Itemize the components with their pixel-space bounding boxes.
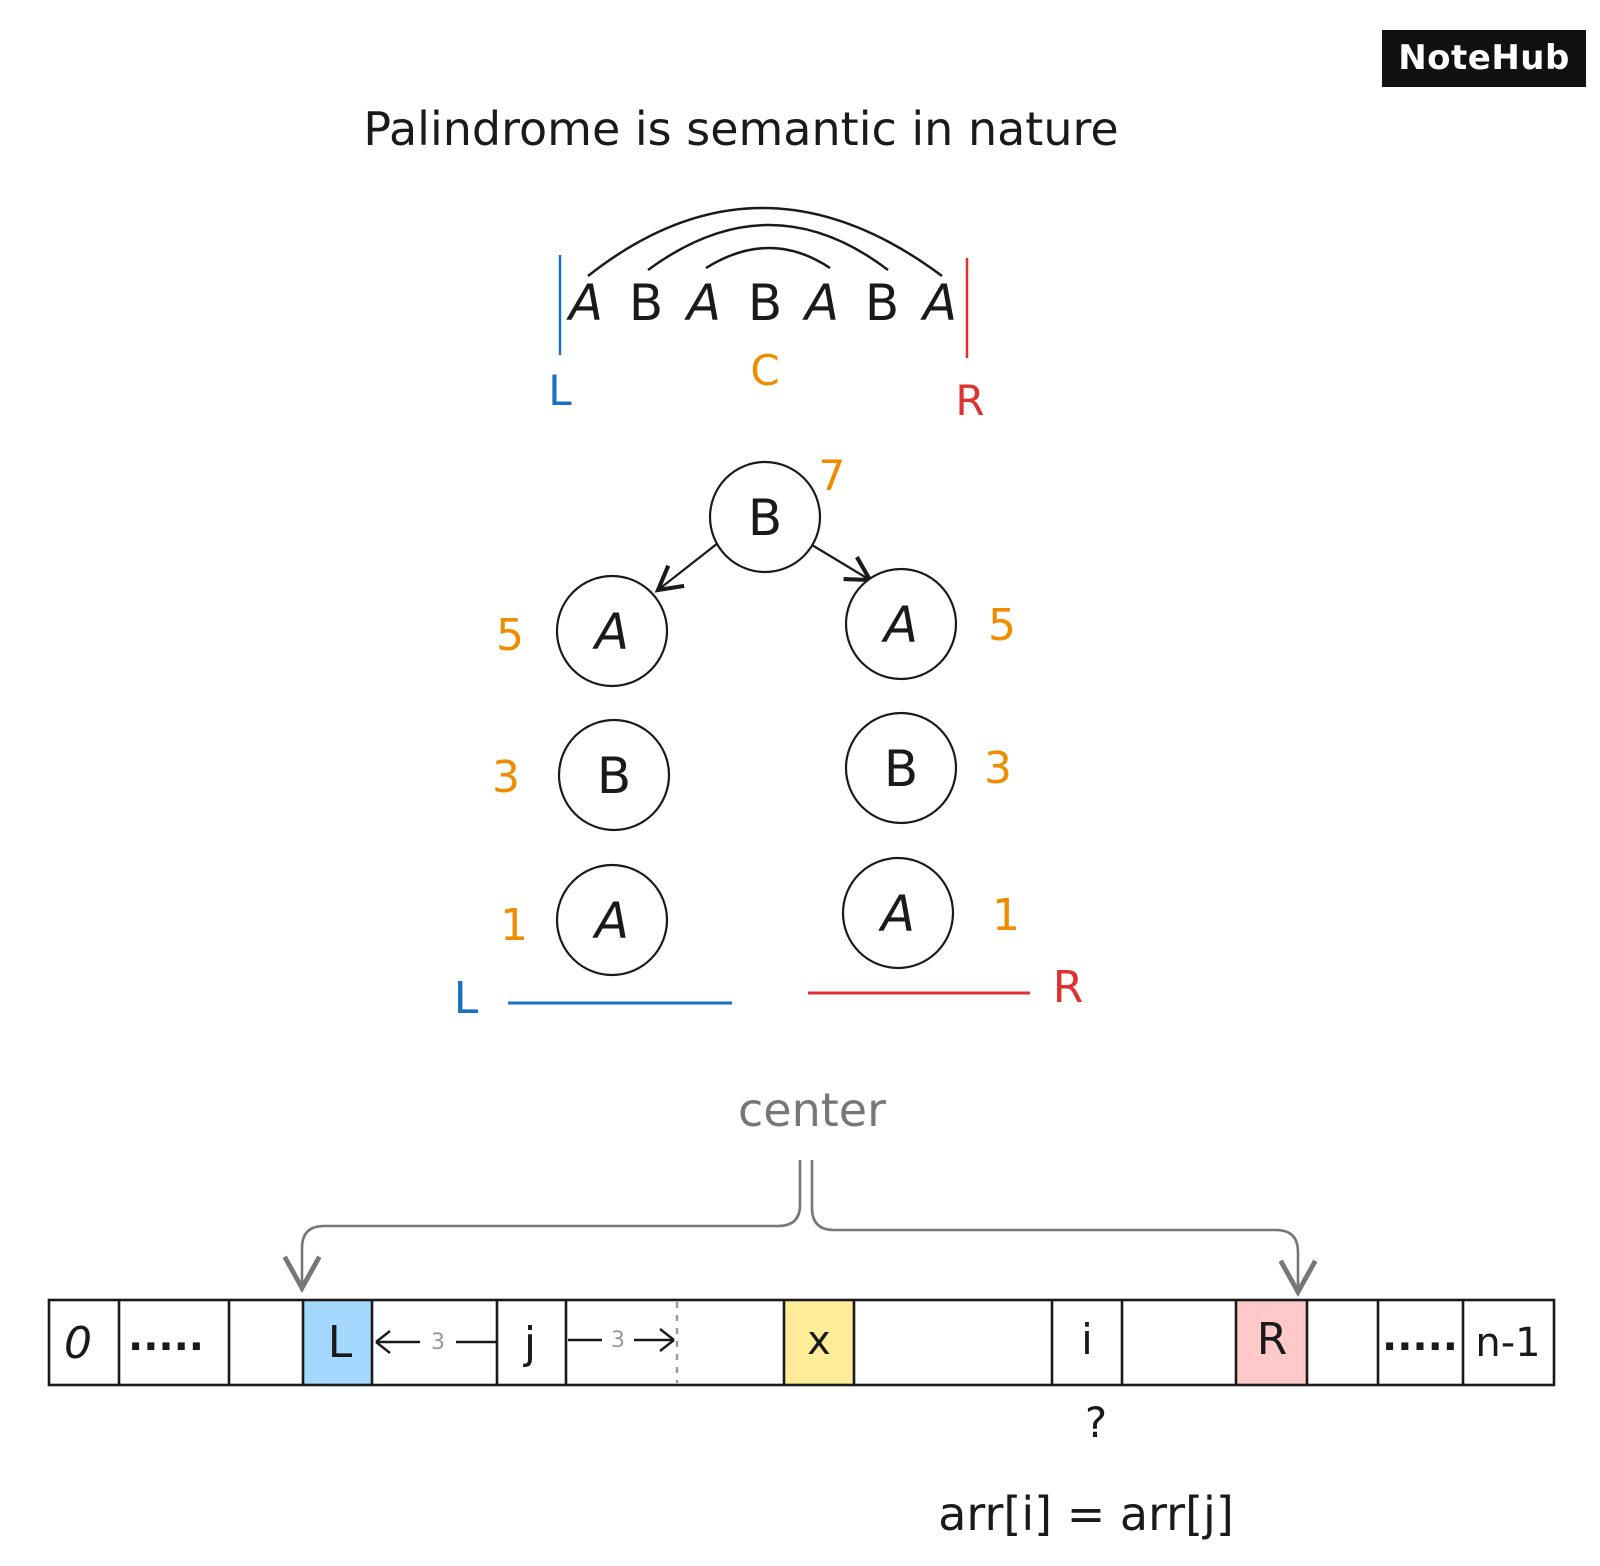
center-label: center xyxy=(738,1083,886,1137)
array-cell-R: R xyxy=(1257,1314,1288,1365)
array-view: center 0 ..... xyxy=(47,1083,1556,1541)
string-letter: A xyxy=(566,274,603,332)
mirror-arrow-right: 3 xyxy=(568,1328,675,1353)
tree-node-root-letter: B xyxy=(748,489,782,547)
tree-left-label: L xyxy=(454,973,479,1024)
tree-node-left xyxy=(557,718,671,832)
tree-node-root-length: 7 xyxy=(819,451,846,500)
notehub-logo: NoteHub xyxy=(1382,30,1586,87)
string-center-label: C xyxy=(750,346,779,395)
tree-node-left-length: 5 xyxy=(496,610,524,661)
tree-node-left-length: 3 xyxy=(492,752,520,803)
logo-text: NoteHub xyxy=(1398,38,1570,78)
tree-node-left xyxy=(555,574,669,688)
tree-node-right xyxy=(841,856,955,970)
tree-right-label: R xyxy=(1053,962,1084,1013)
root-to-right-arrow xyxy=(811,544,874,583)
tree-node-left-letter: A xyxy=(592,603,629,661)
tree-node-right-letter: A xyxy=(878,885,915,943)
array-cell-ellipsis-left: ..... xyxy=(128,1314,204,1360)
diagram-title: Palindrome is semantic in nature xyxy=(363,102,1118,156)
tree-node-right xyxy=(844,711,958,825)
string-letter: A xyxy=(684,274,721,332)
string-right-label: R xyxy=(955,376,984,425)
array-cell-j: j xyxy=(523,1318,536,1369)
cell-highlight-L xyxy=(303,1300,372,1385)
array-cell-ellipsis-right: ..... xyxy=(1382,1314,1458,1360)
tree-node-right-letter: A xyxy=(881,596,918,654)
string-letter: A xyxy=(802,274,839,332)
string-letter: A xyxy=(920,274,957,332)
string-letter: B xyxy=(629,274,663,332)
string-left-label: L xyxy=(548,366,572,415)
mirror-arrow-left: 3 xyxy=(375,1330,496,1355)
tree-node-left xyxy=(555,863,669,977)
string-letter: B xyxy=(865,274,899,332)
condition-text: arr[i] = arr[j] xyxy=(938,1487,1234,1541)
array-cell-L: L xyxy=(328,1317,353,1368)
tree-node-left-letter: A xyxy=(592,892,629,950)
mirror-distance-left: 3 xyxy=(431,1330,445,1355)
tree-node-right-length: 1 xyxy=(992,890,1020,941)
array-cell-x: x xyxy=(807,1318,831,1364)
array-cell-last: n-1 xyxy=(1475,1320,1540,1366)
string-view: A B A B A B A L C R xyxy=(548,206,985,425)
tree-node-right-length: 3 xyxy=(984,743,1012,794)
tree-node-right-length: 5 xyxy=(988,600,1016,651)
array-dividers xyxy=(117,1300,1465,1385)
tree-node-right xyxy=(844,567,958,681)
array-cell-i: i xyxy=(1081,1315,1093,1364)
cell-highlight-x xyxy=(784,1300,854,1385)
inner-arc xyxy=(705,246,831,270)
center-brace-left xyxy=(282,1160,802,1293)
array-cell-0: 0 xyxy=(64,1318,92,1369)
tree-node-left-length: 1 xyxy=(500,900,528,951)
question-mark: ? xyxy=(1085,1398,1107,1447)
outer-arc xyxy=(587,206,943,278)
root-to-left-arrow xyxy=(654,542,719,593)
center-brace-right xyxy=(810,1160,1318,1297)
tree-node-root xyxy=(708,460,822,574)
array-outline xyxy=(47,1298,1556,1387)
tree-node-right-letter: B xyxy=(884,740,918,798)
cell-highlight-R xyxy=(1236,1300,1307,1385)
mirror-distance-right: 3 xyxy=(611,1328,625,1353)
tree-node-left-letter: B xyxy=(597,747,631,805)
middle-arc xyxy=(647,223,889,272)
string-letter: B xyxy=(748,274,782,332)
tree-view: B 7 A 5 B 3 A 1 A 5 B 3 A 1 L R xyxy=(454,451,1084,1024)
